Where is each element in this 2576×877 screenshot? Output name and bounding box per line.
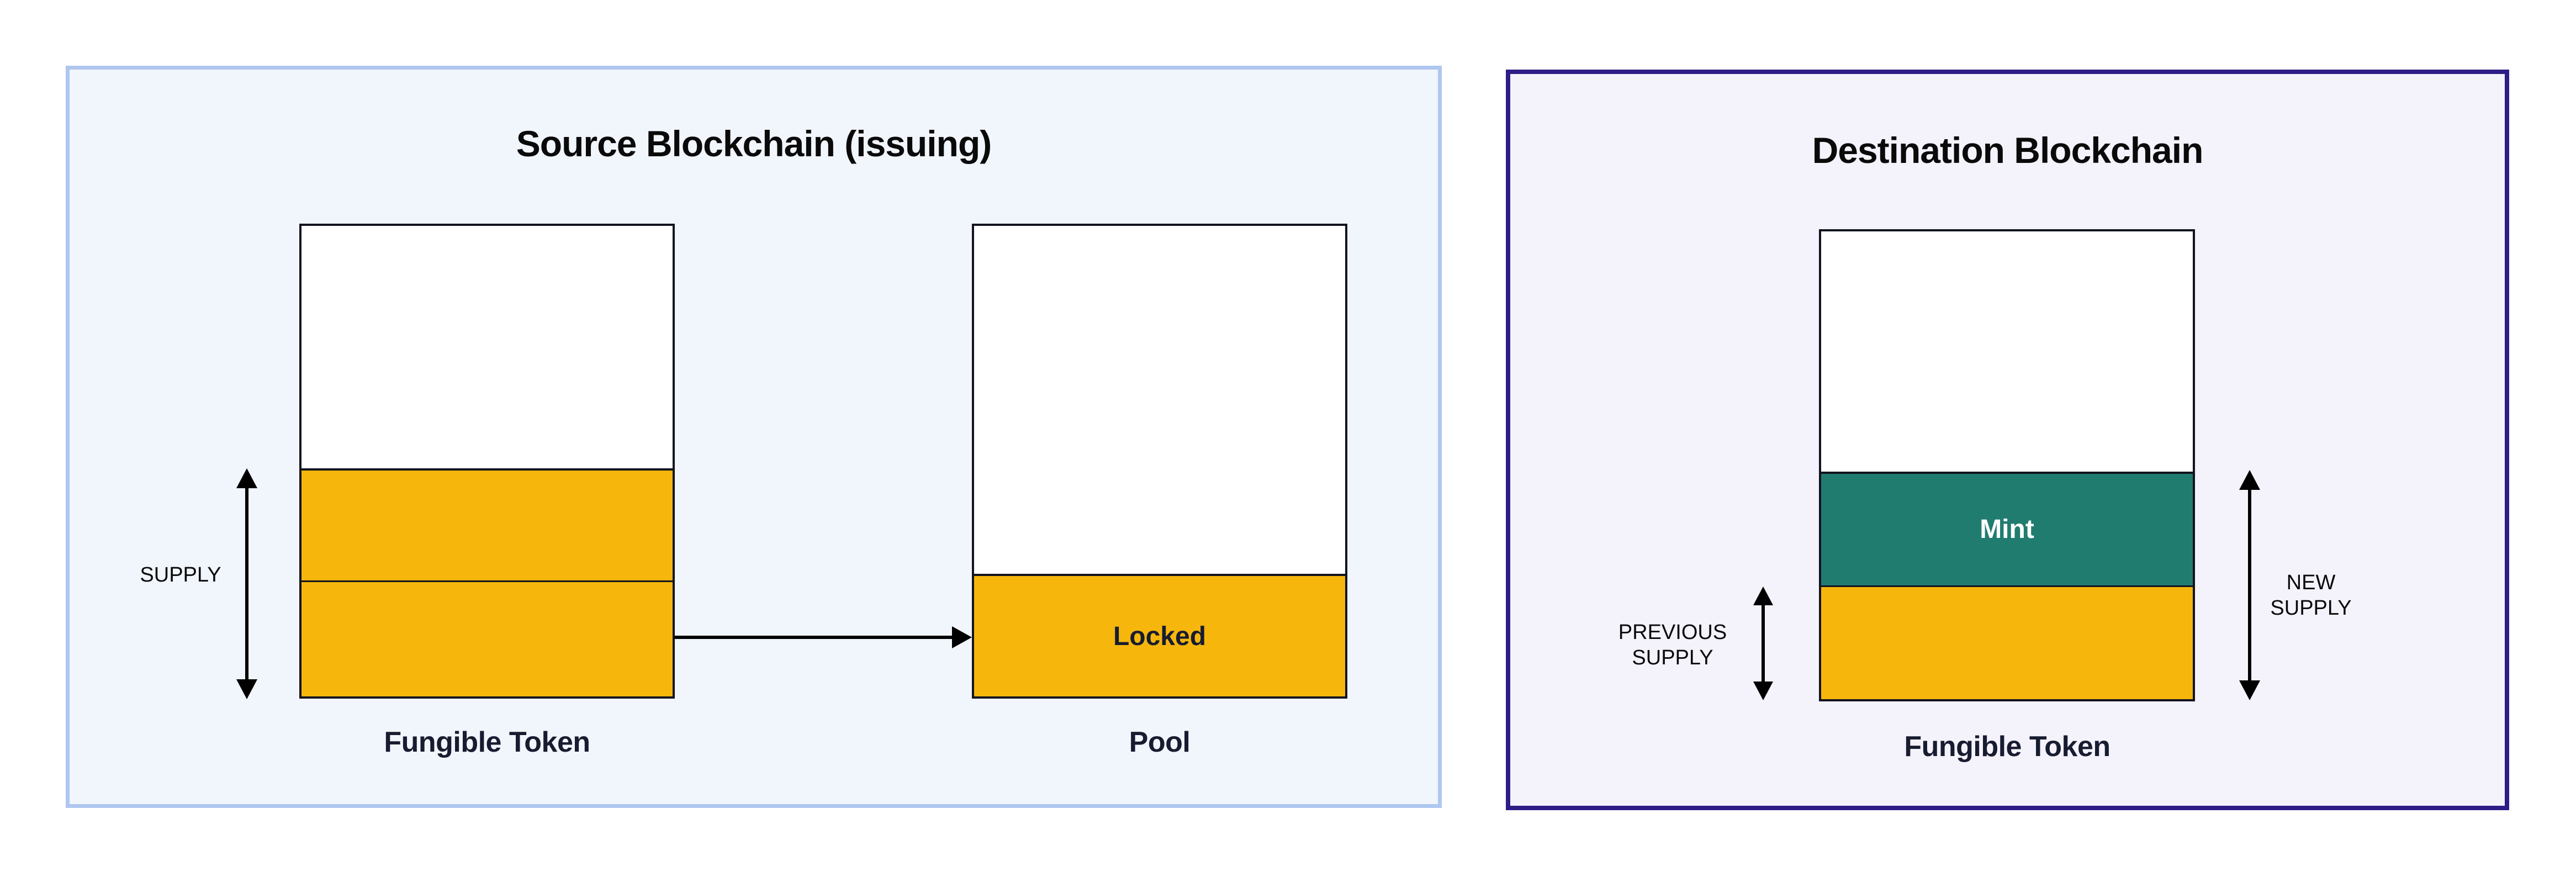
new-supply-range-double-arrow-icon — [2239, 470, 2260, 700]
new-supply-label-line2: SUPPLY — [2270, 596, 2352, 620]
destination-token-unfilled-section — [1821, 231, 2193, 472]
source-fungible-token-box — [299, 224, 675, 699]
destination-fungible-token-caption: Fungible Token — [1904, 731, 2110, 763]
previous-supply-label-line2: SUPPLY — [1632, 646, 1713, 669]
transfer-arrow-right-icon — [675, 626, 972, 648]
source-token-supply-upper-section — [301, 468, 673, 581]
pool-locked-section: Locked — [974, 574, 1345, 696]
source-token-unfilled-section — [301, 226, 673, 468]
supply-range-double-arrow-icon — [236, 468, 257, 699]
destination-blockchain-panel: Destination Blockchain Mint PREVIOUS SUP… — [1506, 70, 2509, 810]
source-token-supply-lower-section — [301, 580, 673, 696]
previous-supply-range-double-arrow-icon — [1753, 587, 1773, 700]
source-blockchain-panel: Source Blockchain (issuing) Locked SUPPL… — [66, 66, 1442, 808]
previous-supply-label-line1: PREVIOUS — [1618, 621, 1727, 644]
new-supply-label: NEW SUPPLY — [2228, 570, 2394, 621]
pool-caption: Pool — [1129, 726, 1191, 758]
new-supply-label-line1: NEW — [2286, 571, 2336, 594]
supply-label: SUPPLY — [140, 563, 221, 587]
destination-panel-title: Destination Blockchain — [1812, 130, 2204, 171]
pool-unfilled-section — [974, 226, 1345, 574]
mint-section: Mint — [1821, 471, 2193, 585]
locked-label: Locked — [1113, 621, 1207, 651]
previous-supply-label: PREVIOUS SUPPLY — [1562, 620, 1783, 670]
source-fungible-token-caption: Fungible Token — [384, 726, 590, 758]
destination-token-previous-supply-section — [1821, 585, 2193, 699]
source-panel-title: Source Blockchain (issuing) — [516, 123, 992, 164]
pool-box: Locked — [972, 224, 1347, 699]
destination-fungible-token-box: Mint — [1819, 229, 2195, 701]
mint-label: Mint — [1980, 515, 2034, 545]
